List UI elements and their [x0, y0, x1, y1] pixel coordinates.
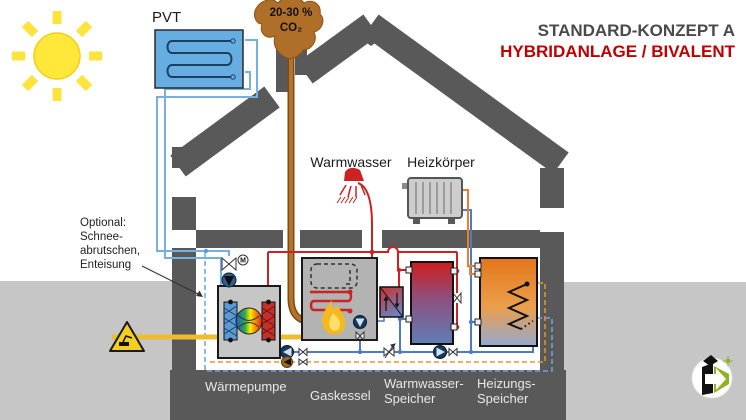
evaporator	[223, 299, 238, 343]
company-logo-icon	[691, 355, 733, 399]
buffer-storage-tank	[474, 257, 538, 347]
hot-water-label: Warmwasser	[310, 154, 391, 170]
buffer-tank-label-line1: Heizungs-	[477, 376, 536, 391]
return-pump	[280, 345, 294, 359]
house-structure	[170, 14, 569, 420]
dhw-storage-tank	[405, 261, 458, 345]
pvt-absorber-coil	[166, 40, 233, 78]
title-line1: STANDARD-KONZEPT A	[538, 21, 735, 40]
buffer-tank-label-line2: Speicher	[477, 391, 529, 406]
dhw-valve	[452, 291, 462, 305]
solar-junction-dot	[203, 248, 209, 254]
mixing-valve	[383, 343, 396, 359]
sun-icon	[12, 11, 102, 101]
optional-note-line2: Schnee-	[80, 231, 123, 243]
defrost-pump	[281, 356, 308, 368]
solar-pump	[221, 272, 237, 288]
dhw-tank-label-line1: Warmwasser-	[384, 376, 464, 391]
motor-valve: M	[221, 254, 249, 272]
gas-boiler-unit	[301, 257, 378, 341]
title-line2: HYBRIDANLAGE / BIVALENT	[500, 42, 735, 61]
optional-note-line3: abrutschen,	[80, 245, 140, 257]
radiator-label: Heizkörper	[407, 154, 475, 170]
gas-boiler-label: Gaskessel	[310, 388, 371, 403]
flame-icon	[322, 300, 346, 335]
optional-note-line1: Optional:	[80, 217, 126, 229]
slide-title: STANDARD-KONZEPT A HYBRIDANLAGE / BIVALE…	[500, 21, 735, 61]
optional-note: Optional: Schnee- abrutschen, Enteisung	[80, 217, 203, 297]
pvt-label: PVT	[152, 9, 181, 26]
optional-note-line4: Enteisung	[80, 259, 131, 271]
heat-pump-label: Wärmepumpe	[205, 379, 287, 394]
ground-right	[564, 282, 746, 420]
exhaust-smoke: 20-30 % CO₂	[254, 0, 324, 59]
radiator	[402, 177, 463, 224]
charge-pump	[433, 345, 447, 359]
pvt-panel: PVT	[152, 9, 244, 89]
dhw-tank-label-line2: Speicher	[384, 391, 436, 406]
optional-note-arrow	[141, 265, 201, 296]
buffer-coil	[506, 283, 530, 330]
optional-blue-dashed-line	[204, 253, 553, 372]
ground-left	[0, 281, 172, 420]
foundation-slab	[170, 370, 566, 420]
blue-junction-dots	[357, 316, 474, 355]
motor-valve-label: M	[240, 258, 246, 265]
fresh-water-heat-exchanger	[379, 286, 404, 318]
boiler-heat-exchanger	[310, 263, 358, 289]
equipment-labels: Wärmepumpe Gaskessel Warmwasser- Speiche…	[205, 376, 536, 406]
co2-percent-label: 20-30 %	[270, 7, 313, 19]
shower-icon	[336, 167, 366, 204]
boiler-pump	[353, 315, 367, 342]
co2-label: CO₂	[280, 22, 302, 34]
check-valves	[298, 347, 458, 357]
condenser	[261, 299, 276, 343]
heat-pump-unit	[217, 285, 281, 359]
